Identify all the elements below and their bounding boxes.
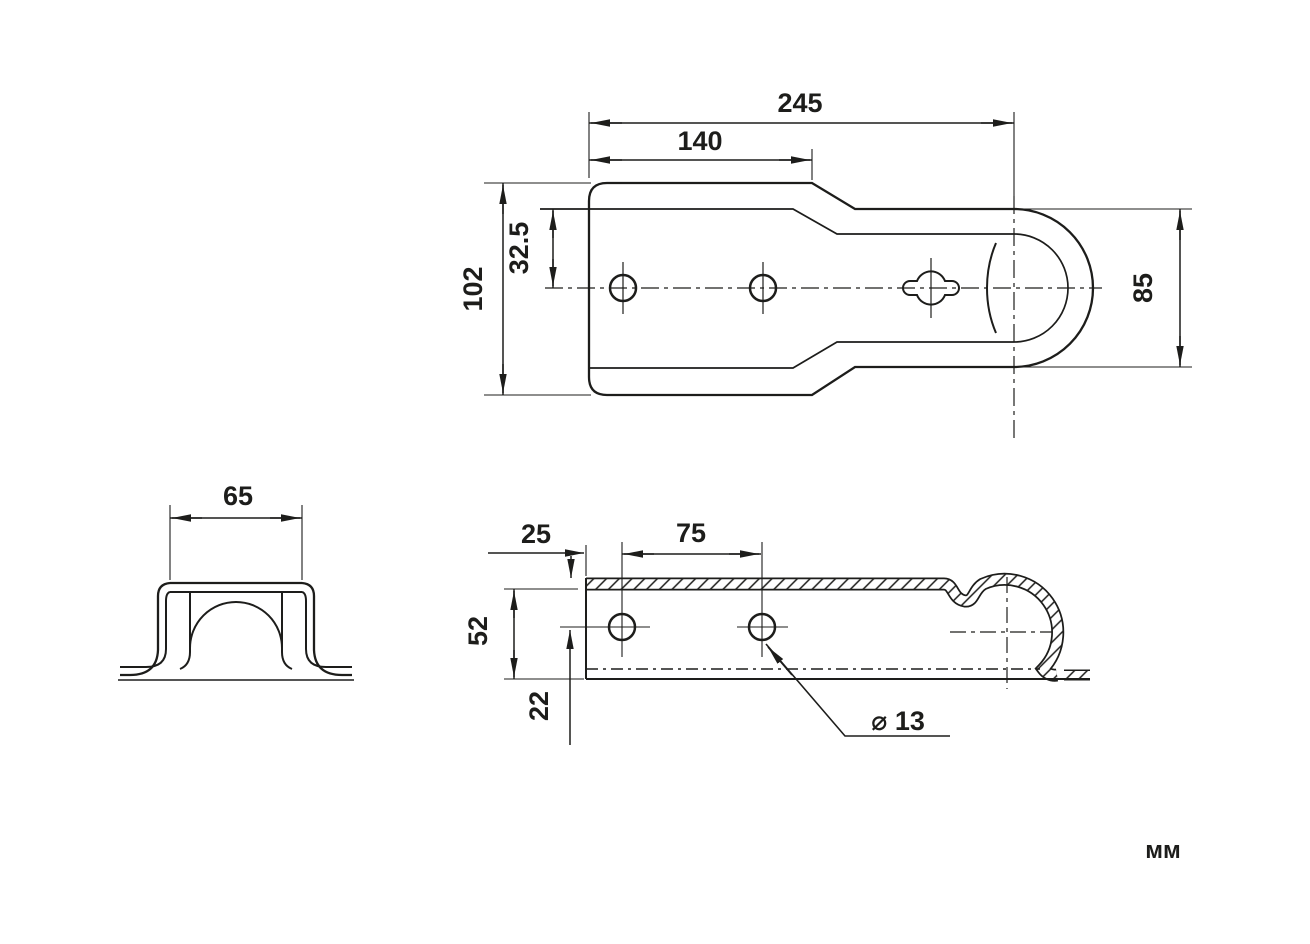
plate-section-border xyxy=(586,572,1065,682)
dim-edge-offset: 25 xyxy=(488,519,587,578)
dim-hole-offset: 32.5 xyxy=(504,209,557,288)
arch-profile xyxy=(189,592,283,649)
arrow xyxy=(767,646,793,676)
end-view: 65 xyxy=(118,481,354,681)
dim-narrow-width: 85 xyxy=(1016,208,1192,368)
dim-flat-length: 140 xyxy=(589,126,813,180)
dim-channel-width: 65 xyxy=(169,481,303,580)
dim-75-label: 75 xyxy=(676,518,706,548)
top-view-outline xyxy=(587,181,1095,397)
right-leg-outer xyxy=(301,581,352,677)
dim-hole-from-bottom: 22 xyxy=(524,630,574,745)
dim-52-label: 52 xyxy=(463,616,493,646)
top-view: 245 140 102 32.5 xyxy=(458,88,1192,440)
arch-left-foot xyxy=(179,648,191,670)
dim-65-label: 65 xyxy=(223,481,253,511)
dim-25-label: 25 xyxy=(521,519,551,549)
left-leg-inner xyxy=(120,591,171,668)
dim-diameter-label: ⌀ 13 xyxy=(871,706,925,736)
dim-32-5-label: 32.5 xyxy=(504,222,534,275)
right-leg-inner xyxy=(301,591,352,668)
plate-section-hatch xyxy=(586,574,1063,680)
dim-hole-diameter: ⌀ 13 xyxy=(765,643,950,737)
keyhole-slot xyxy=(902,270,960,306)
left-leg-outer xyxy=(120,581,171,677)
dim-hole-spacing: 75 xyxy=(622,518,761,558)
dim-85-label: 85 xyxy=(1128,273,1158,303)
dim-22-label: 22 xyxy=(524,691,554,721)
arch-right-foot xyxy=(281,648,293,670)
dim-overall-length: 245 xyxy=(588,88,1015,196)
dim-height: 52 xyxy=(463,588,584,680)
dim-overall-width: 102 xyxy=(458,182,591,396)
dim-245-label: 245 xyxy=(777,88,822,118)
dim-102-label: 102 xyxy=(458,266,488,311)
units-label: мм xyxy=(1145,837,1181,864)
dim-140-label: 140 xyxy=(677,126,722,156)
side-view: 25 75 52 22 ⌀ 13 xyxy=(463,518,1090,745)
